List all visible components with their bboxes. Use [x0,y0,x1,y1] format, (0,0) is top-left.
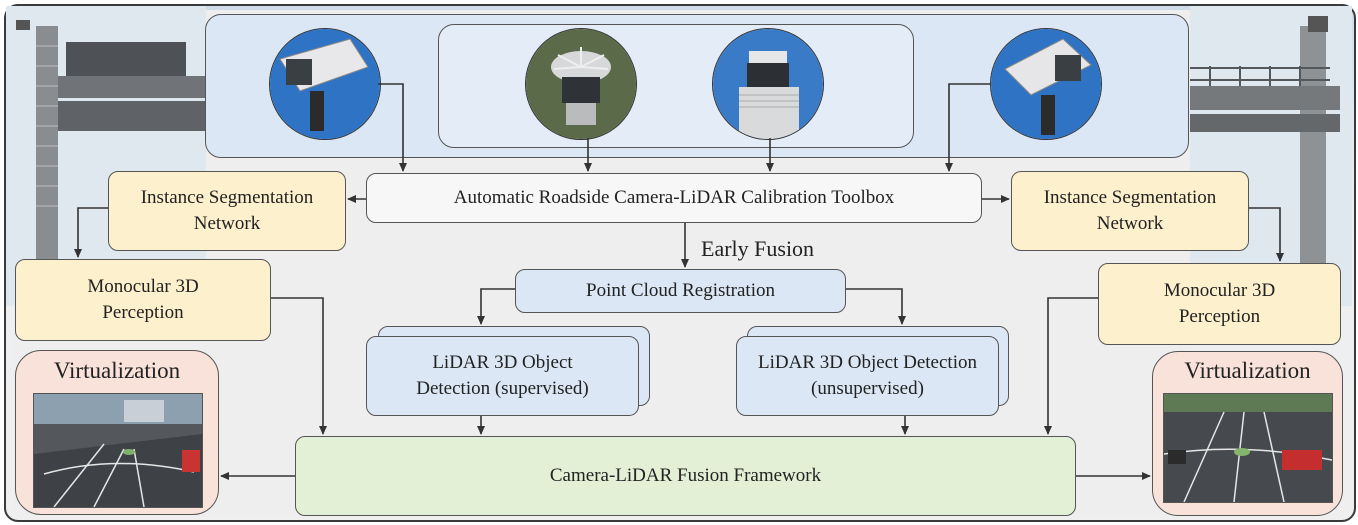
lidar-supervised-label: LiDAR 3D Object Detection (supervised) [416,352,589,399]
lidar-group-panel [438,24,914,148]
point-cloud-registration-box: Point Cloud Registration [515,269,846,313]
mono3d-left-label: Monocular 3D Perception [87,276,199,323]
fusion-framework-box: Camera-LiDAR Fusion Framework [295,436,1076,516]
lidar-2-image [712,28,824,140]
virtualization-right-image [1163,393,1333,503]
instance-seg-right-box: Instance Segmentation Network [1011,171,1249,251]
early-fusion-label: Early Fusion [701,236,815,261]
camera-left-image [269,28,381,140]
fusion-framework-label: Camera-LiDAR Fusion Framework [549,465,822,487]
lidar-unsupervised-box: LiDAR 3D Object Detection (unsupervised) [736,336,999,416]
instance-seg-left-box: Instance Segmentation Network [108,171,346,251]
lidar-supervised-box: LiDAR 3D Object Detection (supervised) [366,336,639,416]
mono3d-right-label: Monocular 3D Perception [1163,280,1276,327]
calibration-toolbox-box: Automatic Roadside Camera-LiDAR Calibrat… [366,173,982,223]
point-cloud-registration-label: Point Cloud Registration [586,280,775,302]
calibration-toolbox-label: Automatic Roadside Camera-LiDAR Calibrat… [453,187,895,209]
right-gantry-image [1190,6,1352,306]
camera-right-image [990,28,1102,140]
instance-seg-left-label: Instance Segmentation Network [140,187,314,234]
lidar-1-image [525,28,637,140]
instance-seg-right-label: Instance Segmentation Network [1043,187,1217,234]
virtualization-right-title: Virtualization [1184,358,1311,383]
virtualization-left-title: Virtualization [53,358,181,383]
virtualization-left-image [33,393,203,508]
mono3d-right-box: Monocular 3D Perception [1098,263,1341,345]
lidar-unsupervised-label: LiDAR 3D Object Detection (unsupervised) [758,352,977,399]
mono3d-left-box: Monocular 3D Perception [15,259,271,341]
